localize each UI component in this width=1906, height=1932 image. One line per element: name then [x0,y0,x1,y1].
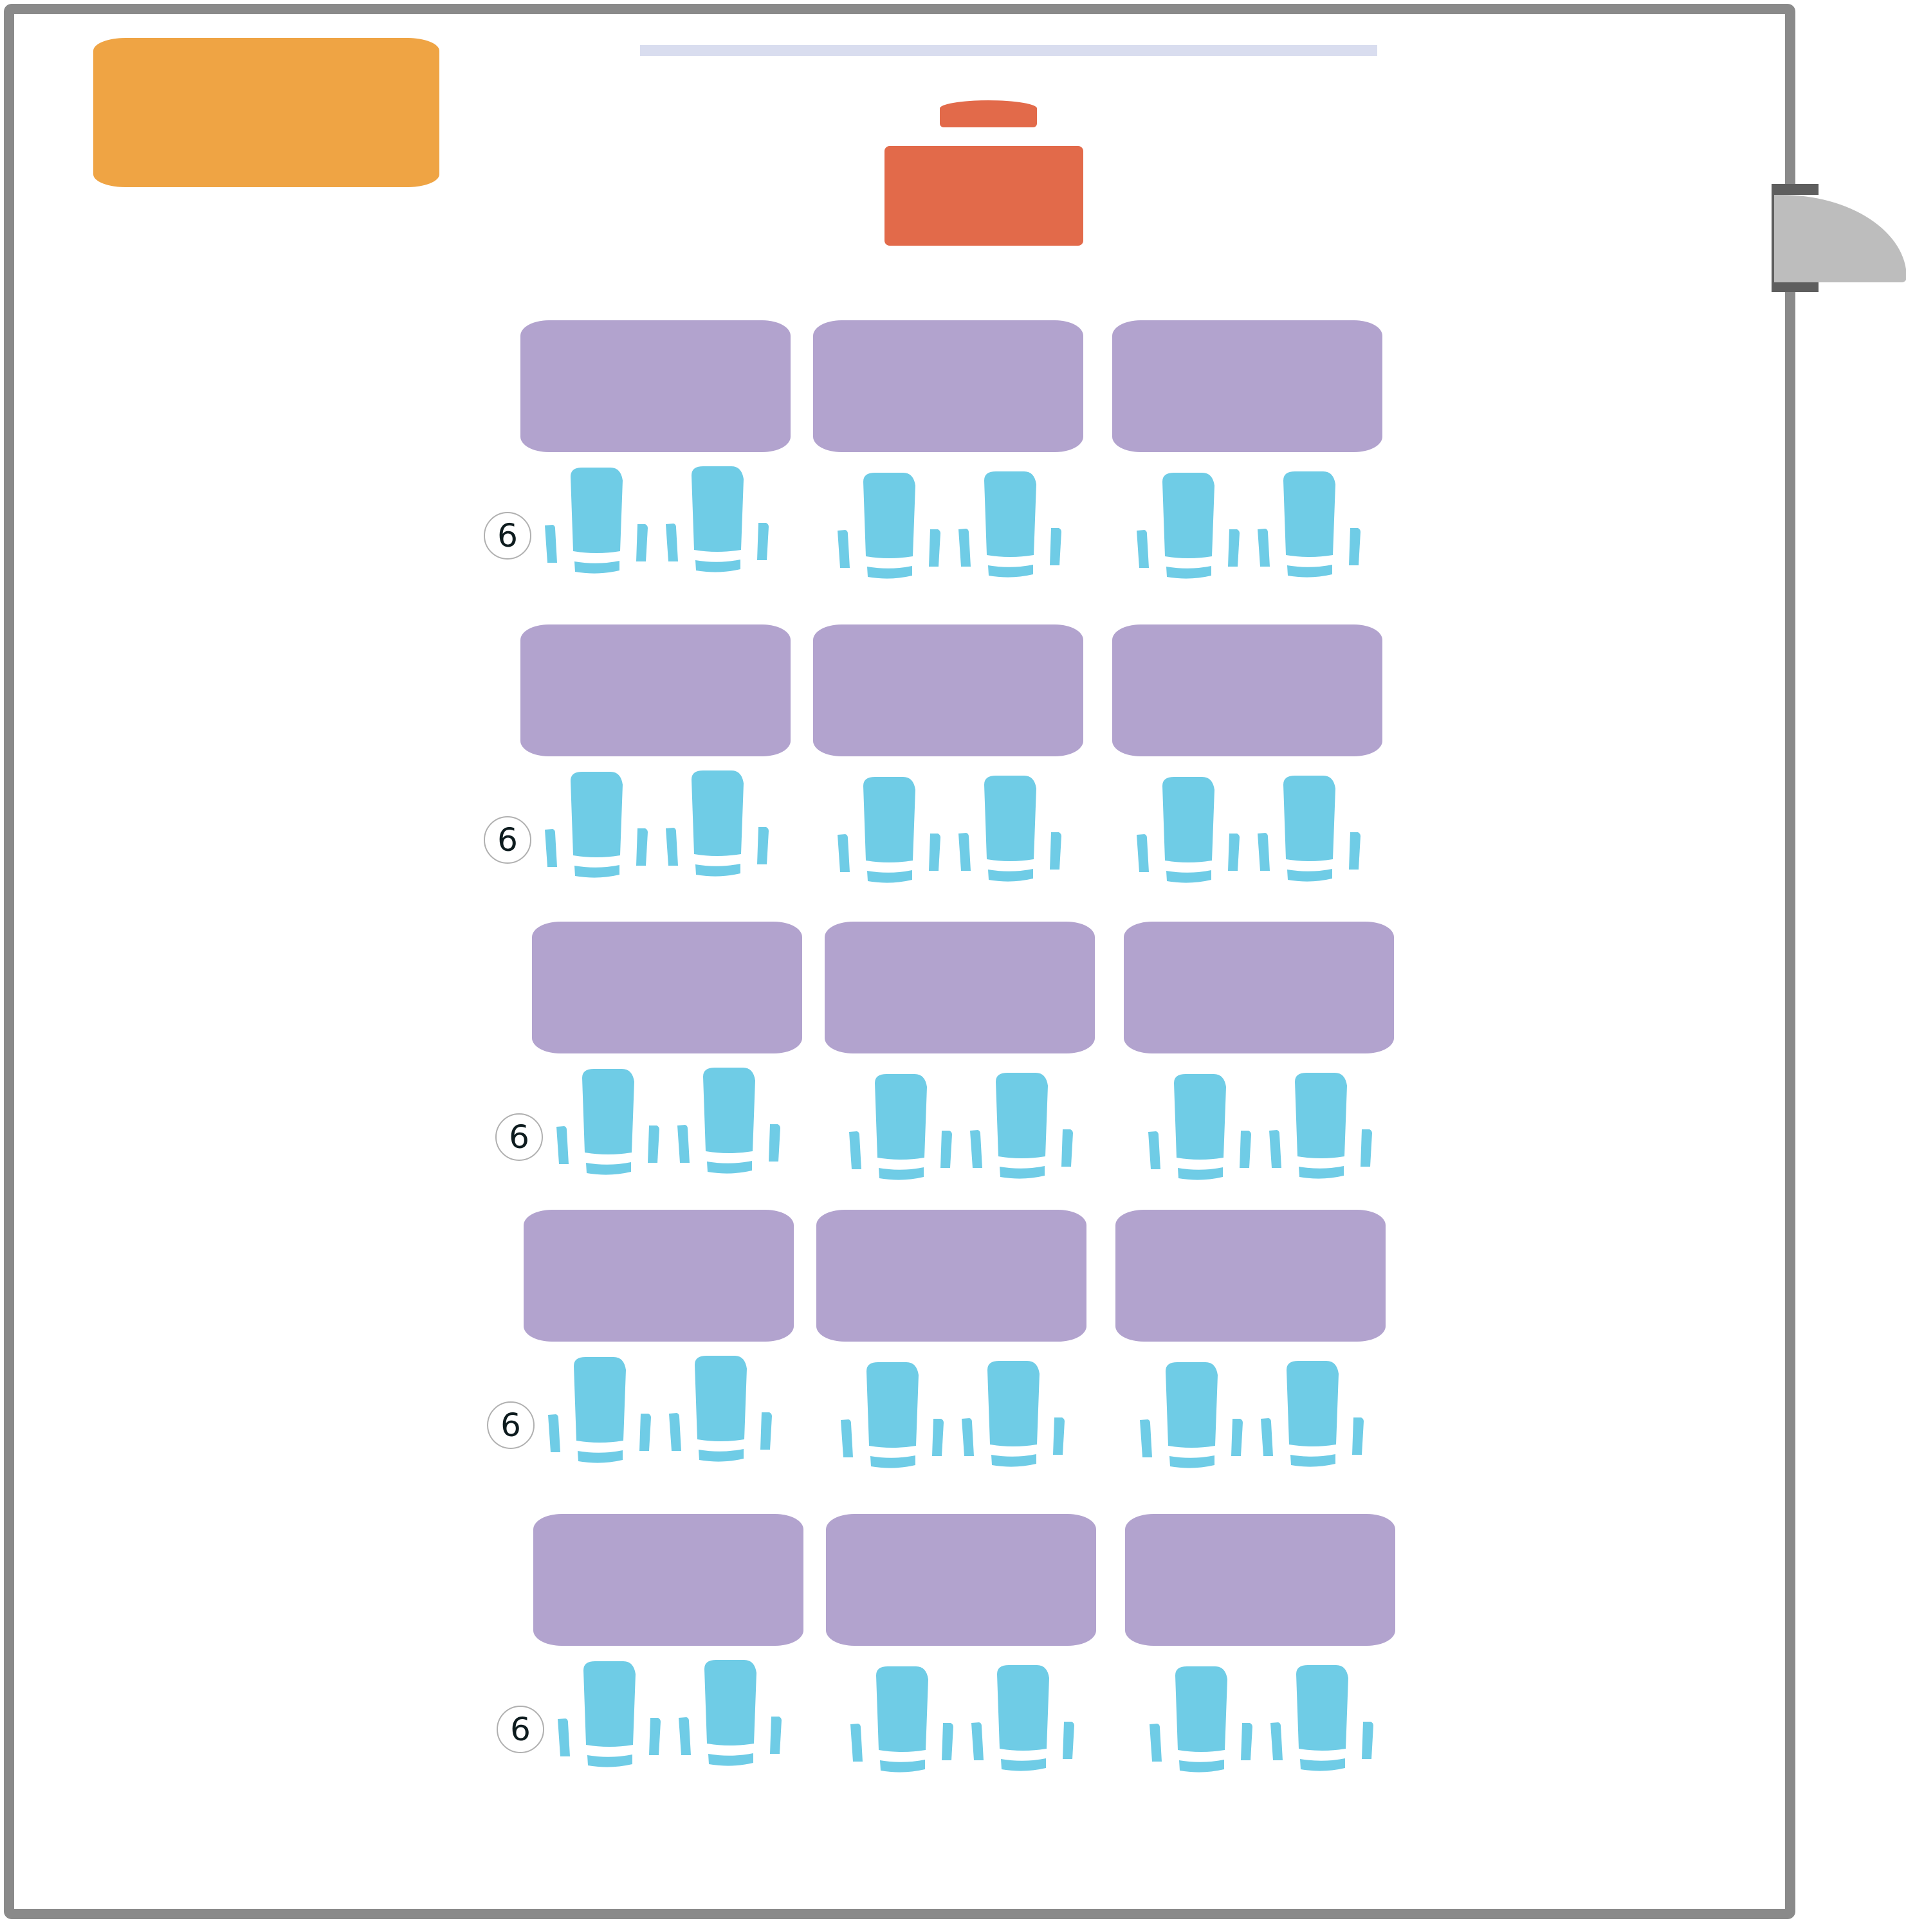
student-chair[interactable] [664,466,780,582]
student-chair[interactable] [556,1661,672,1777]
student-desk[interactable] [1124,922,1394,1053]
student-desk[interactable] [813,624,1083,756]
teacher-desk[interactable] [884,146,1083,246]
door-hinge [1772,184,1774,292]
student-chair[interactable] [555,1069,671,1185]
student-chair[interactable] [849,1666,965,1782]
student-chair[interactable] [668,1356,783,1472]
student-chair[interactable] [544,772,659,888]
student-desk[interactable] [825,922,1095,1053]
door-frame-bottom [1772,282,1819,292]
student-desk[interactable] [1125,1514,1395,1646]
student-chair[interactable] [957,471,1073,587]
student-chair[interactable] [1260,1361,1375,1477]
student-chair[interactable] [1148,1666,1264,1782]
row-seat-count-badge: 6 [495,1113,543,1161]
student-chair[interactable] [676,1068,792,1183]
student-chair[interactable] [1269,1665,1385,1781]
student-chair[interactable] [970,1665,1086,1781]
student-desk[interactable] [533,1514,803,1646]
student-chair[interactable] [1135,777,1251,893]
student-desk[interactable] [816,1210,1086,1342]
student-chair[interactable] [677,1660,793,1776]
row-seat-count-badge: 6 [487,1401,535,1449]
student-desk[interactable] [813,320,1083,452]
row-seat-count-badge: 6 [484,816,531,864]
student-chair[interactable] [957,776,1073,891]
student-chair[interactable] [848,1074,964,1190]
student-chair[interactable] [969,1073,1085,1189]
row-seat-count-badge: 6 [497,1706,544,1753]
student-chair[interactable] [547,1357,663,1473]
student-desk[interactable] [1115,1210,1386,1342]
student-desk[interactable] [1112,320,1382,452]
student-desk[interactable] [524,1210,794,1342]
student-chair[interactable] [544,468,659,583]
student-desk[interactable] [532,922,802,1053]
student-desk[interactable] [826,1514,1096,1646]
door-frame-top [1772,184,1819,195]
student-chair[interactable] [664,770,780,886]
student-desk[interactable] [520,320,791,452]
student-desk[interactable] [1112,624,1382,756]
student-chair[interactable] [839,1362,955,1478]
student-desk[interactable] [520,624,791,756]
door[interactable] [1774,195,1906,282]
storage-cabinet[interactable] [93,38,439,187]
teacher-chair[interactable] [940,100,1037,127]
student-chair[interactable] [1268,1073,1384,1189]
student-chair[interactable] [836,473,952,588]
student-chair[interactable] [1256,471,1372,587]
row-seat-count-badge: 6 [484,512,531,560]
student-chair[interactable] [836,777,952,893]
whiteboard[interactable] [640,45,1377,56]
student-chair[interactable] [1256,776,1372,891]
student-chair[interactable] [1135,473,1251,588]
student-chair[interactable] [1139,1362,1254,1478]
student-chair[interactable] [960,1361,1076,1477]
student-chair[interactable] [1147,1074,1263,1190]
